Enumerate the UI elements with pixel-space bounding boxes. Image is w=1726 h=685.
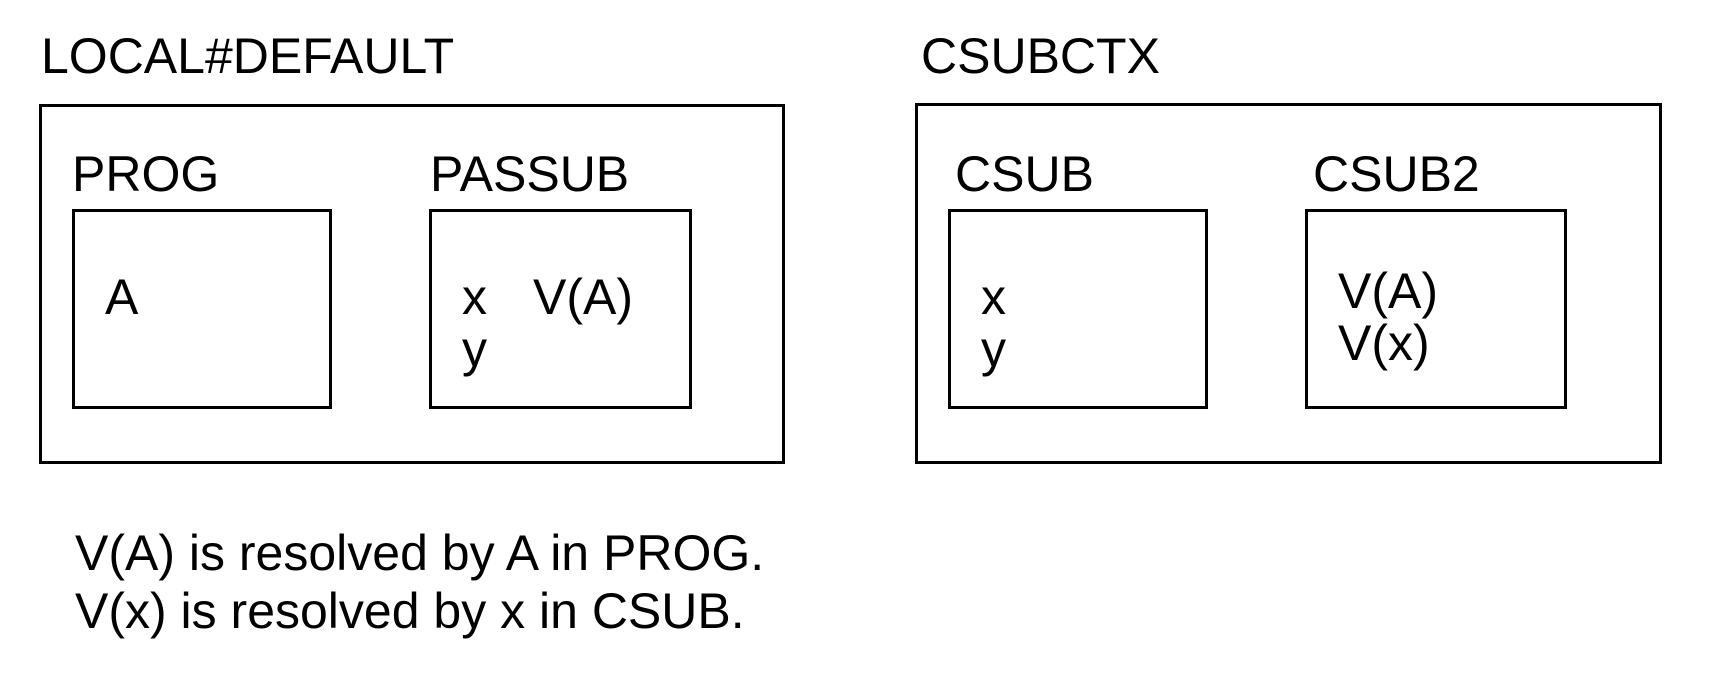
block-box-prog [72, 209, 332, 409]
passub-content-line1: x V(A) [462, 272, 633, 322]
note-vx-resolution: V(x) is resolved by x in CSUB. [75, 583, 745, 639]
passub-value-ref-va: V(A) [533, 269, 633, 325]
passub-variable-y: y [462, 321, 487, 377]
csub-variable-x: x [981, 269, 1006, 325]
block-box-csub [948, 209, 1208, 409]
block-label-passub: PASSUB [430, 146, 630, 202]
csub2-value-ref-vx: V(x) [1338, 315, 1430, 371]
prog-variable-a: A [105, 269, 139, 325]
block-box-csub2 [1305, 209, 1567, 409]
block-label-csub2: CSUB2 [1313, 146, 1480, 202]
block-label-prog: PROG [72, 146, 220, 202]
context-title-local-default: LOCAL#DEFAULT [41, 28, 455, 84]
passub-variable-x: x [462, 269, 487, 325]
note-va-resolution: V(A) is resolved by A in PROG. [75, 525, 765, 581]
block-box-passub [429, 209, 692, 409]
csub-variable-y: y [981, 321, 1006, 377]
context-title-csubctx: CSUBCTX [921, 28, 1160, 84]
csub2-value-ref-va: V(A) [1338, 263, 1438, 319]
block-label-csub: CSUB [955, 146, 1094, 202]
